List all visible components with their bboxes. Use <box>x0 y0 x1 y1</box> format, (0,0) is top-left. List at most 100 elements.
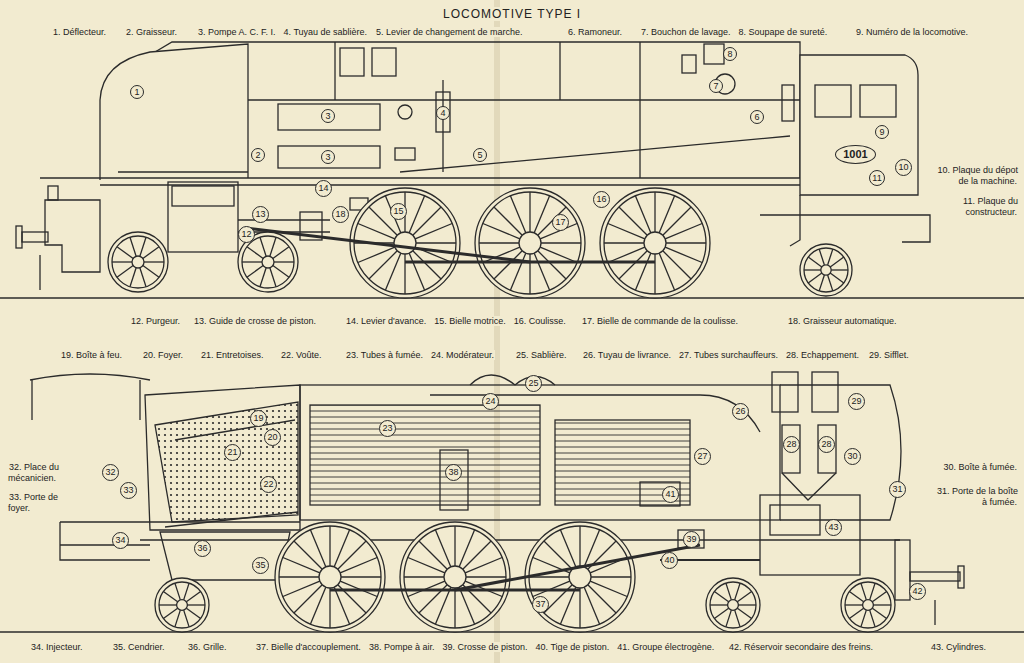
callout-number: 28 <box>818 436 835 453</box>
wheel-spoke <box>830 257 844 267</box>
callout-number: 1 <box>130 85 144 99</box>
wheel-spoke <box>329 526 330 566</box>
wheel-spoke <box>163 591 177 601</box>
wheel-spoke <box>483 223 520 238</box>
wheel-spoke <box>714 591 728 601</box>
wheel-spoke <box>619 251 647 279</box>
caption-text: 1. Déflecteur. <box>52 27 107 37</box>
rods <box>245 228 700 590</box>
wheel-spoke <box>849 591 863 601</box>
callout-text: 40 <box>664 556 674 565</box>
wheel-spoke <box>540 247 577 262</box>
wheel-spoke <box>310 530 325 567</box>
callout-text: 5 <box>477 151 482 160</box>
wheel-spoke <box>163 608 177 618</box>
wheel-spoke <box>187 604 205 605</box>
callout-text: 7 <box>713 82 718 91</box>
caption-text: 24. Modérateur. <box>430 350 495 360</box>
callout-text: 31 <box>892 485 902 494</box>
caption-text: 14. Levier d'avance. <box>345 316 427 326</box>
caption-text: 41. Groupe électrogène. <box>616 642 715 652</box>
title-text: LOCOMOTIVE TYPE I <box>440 7 584 21</box>
wheel-spoke <box>310 587 325 624</box>
wheel-spoke <box>140 268 146 287</box>
wheel-tyre <box>400 522 510 632</box>
caption-text: 5. Levier de changement de marche. <box>375 27 524 37</box>
callout-number: 19 <box>250 410 267 427</box>
plate-number: 1001 <box>843 149 867 160</box>
wheel-spoke <box>334 587 349 624</box>
wheel-hub <box>319 566 341 588</box>
wheel-tyre <box>706 578 760 632</box>
callout-text: 29 <box>851 397 861 406</box>
caption-label: 9. Numéro de la locomotive. <box>855 27 969 38</box>
wheel-spoke <box>659 196 674 233</box>
callout-number: 29 <box>848 393 865 410</box>
wheel-hub <box>177 600 188 611</box>
caption-label: 36. Grille. <box>187 642 228 653</box>
wheel-spoke <box>175 610 180 627</box>
wheel-spoke <box>435 530 450 567</box>
caption-text: 39. Crosse de piston. <box>442 642 529 652</box>
wheel-spoke <box>659 253 674 290</box>
callout-number: 10 <box>895 159 912 176</box>
wheel-spoke <box>404 254 405 294</box>
wheel-spoke <box>872 608 886 618</box>
wheel-spoke <box>186 591 200 601</box>
wheel-spoke <box>579 588 580 628</box>
wheel-spoke <box>294 585 322 613</box>
callout-number: 39 <box>683 531 700 548</box>
caption-text: 8. Soupape de sureté. <box>738 27 829 37</box>
caption-label: 21. Entretoises. <box>200 350 265 361</box>
callout-number: 9 <box>875 125 889 139</box>
wheel-spoke <box>654 254 655 294</box>
wheel-spoke <box>737 608 751 618</box>
wheel-spoke <box>665 223 702 238</box>
caption-text: 11. Plaque du constructeur. <box>962 196 1018 217</box>
wheel-spoke <box>274 261 294 262</box>
caption-label: 26. Tuyau de livrance. <box>582 350 672 361</box>
callout-number: 37 <box>532 596 549 613</box>
wheel-rim <box>479 192 581 294</box>
wheel-rim <box>804 248 848 292</box>
caption-label: 12. Purgeur. <box>130 316 181 327</box>
wheel-spoke <box>831 269 848 270</box>
callout-number: 33 <box>120 482 137 499</box>
wheel-tyre <box>841 578 895 632</box>
wheel-spoke <box>117 247 133 259</box>
wheel-spoke <box>579 526 580 566</box>
wheel-spoke <box>369 251 397 279</box>
wheel-spoke <box>341 576 381 577</box>
caption-label: 42. Réservoir secondaire des freins. <box>728 642 874 653</box>
caption-label: 38. Pompe à air. <box>368 642 436 653</box>
wheel-spoke <box>463 541 491 569</box>
caption-text: 10. Plaque du dépot de la machine. <box>936 165 1018 186</box>
wheel-spoke <box>294 541 322 569</box>
wheel-rim <box>604 192 706 294</box>
wheel-spoke <box>186 608 200 618</box>
callout-number: 40 <box>661 552 678 569</box>
callout-text: 8 <box>727 50 732 59</box>
callout-number: 20 <box>264 429 281 446</box>
caption-text: 18. Graisseur automatique. <box>787 316 898 326</box>
caption-label: 34. Injecteur. <box>30 642 84 653</box>
wheel-spoke <box>845 604 863 605</box>
wheel-spoke <box>735 610 740 627</box>
callout-text: 12 <box>241 230 251 239</box>
wheel-spoke <box>534 196 549 233</box>
wheel-hub <box>444 566 466 588</box>
wheel <box>525 522 635 632</box>
caption-text: 43. Cylindres. <box>930 642 987 652</box>
callout-text: 43 <box>828 523 838 532</box>
wheel-spoke <box>130 268 136 287</box>
wheel-spoke <box>591 576 631 577</box>
wheel-spoke <box>340 557 377 572</box>
caption-label: 37. Bielle d'accouplement. <box>255 642 362 653</box>
callout-text: 22 <box>263 480 273 489</box>
callout-number: 8 <box>723 47 737 61</box>
callout-number: 24 <box>482 393 499 410</box>
caption-label: 20. Foyer. <box>142 350 184 361</box>
callout-number: 21 <box>224 444 241 461</box>
top-locomotive <box>0 42 1024 298</box>
caption-label: 25. Sablière. <box>515 350 568 361</box>
